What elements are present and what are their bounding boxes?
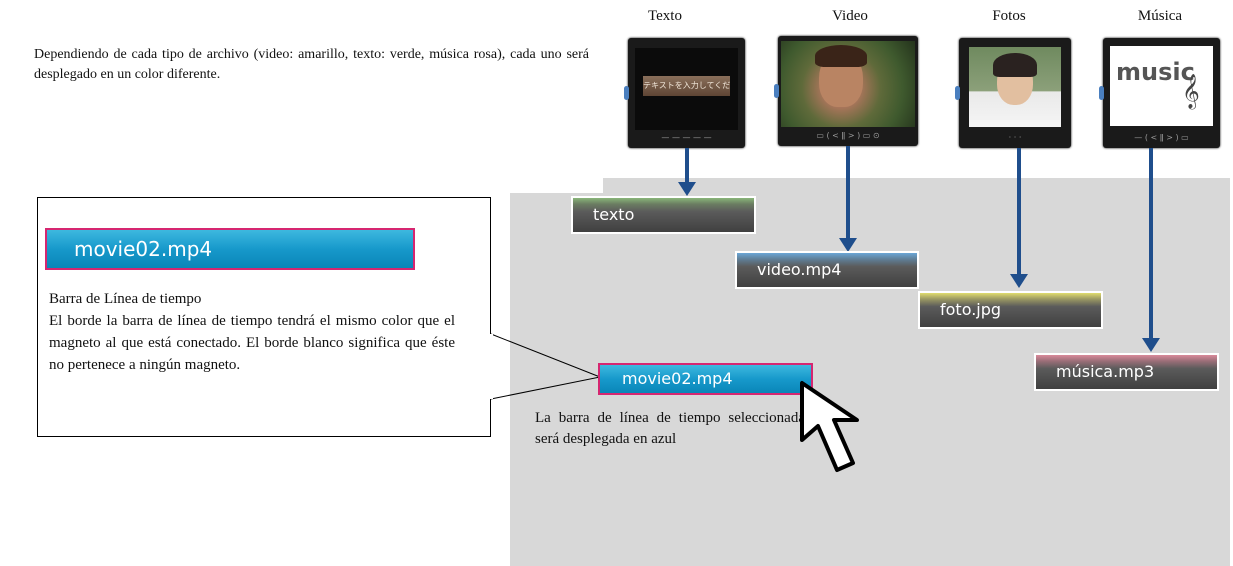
texto-controls: — — — — — [661,133,712,142]
selected-description: La barra de línea de tiempo seleccionada… [535,410,805,447]
texto-screen: テキストを入力してください [635,48,738,130]
arrow-head-texto [678,182,696,196]
column-label-fotos: Fotos [992,8,1026,24]
side-handle-icon [955,86,960,101]
side-handle-icon [624,86,629,101]
musica-screen: music 𝄞 [1110,46,1213,126]
fotos-thumbnail: · · · [955,38,1071,148]
intro-text: Dependiendo de cada tipo de archivo (vid… [34,47,589,82]
timeline-bar-foto[interactable]: foto.jpg [918,291,1103,329]
mouse-cursor-icon [800,381,859,472]
arrow-head-foto [1010,274,1028,288]
side-handle-icon [774,84,779,99]
timeline-bar-musica[interactable]: música.mp3 [1034,353,1219,391]
music-logo-text: music [1116,58,1195,86]
callout-box: movie02.mp4 Barra de Línea de tiempo El … [37,197,491,437]
callout-opening [489,334,493,399]
column-label-video: Video [832,8,868,24]
texto-thumbnail: テキストを入力してください — — — — — [624,38,745,148]
callout-title: Barra de Línea de tiempo [49,291,202,307]
callout-timeline-bar: movie02.mp4 [45,228,415,270]
fotos-screen [969,47,1061,127]
arrow-foto [1017,148,1021,274]
timeline-bar-texto[interactable]: texto [571,196,756,234]
arrow-head-musica [1142,338,1160,352]
musica-thumbnail: music 𝄞 — ( < ǁ > ) ▭ [1099,38,1220,148]
arrow-musica [1149,148,1153,338]
video-hair [815,45,867,67]
selected-timeline-bar[interactable]: movie02.mp4 [598,363,813,395]
texto-overlay-label: テキストを入力してください [643,76,730,96]
callout-body: El borde la barra de línea de tiempo ten… [49,313,455,373]
timeline-bar-video[interactable]: video.mp4 [735,251,919,289]
video-controls: ▭ ( < ǁ > ) ▭ ⊙ [816,131,880,140]
treble-clef-icon: 𝄞 [1182,74,1200,109]
arrow-head-video [839,238,857,252]
fotos-controls: · · · [1008,133,1022,142]
side-handle-icon [1099,86,1104,101]
arrow-video [846,146,850,238]
arrow-texto [685,148,689,182]
fotos-hair [993,53,1037,77]
video-screen [781,41,915,127]
musica-controls: — ( < ǁ > ) ▭ [1134,133,1189,142]
video-thumbnail: ▭ ( < ǁ > ) ▭ ⊙ [774,36,918,146]
column-label-musica: Música [1137,8,1183,24]
column-label-texto: Texto [648,8,682,24]
